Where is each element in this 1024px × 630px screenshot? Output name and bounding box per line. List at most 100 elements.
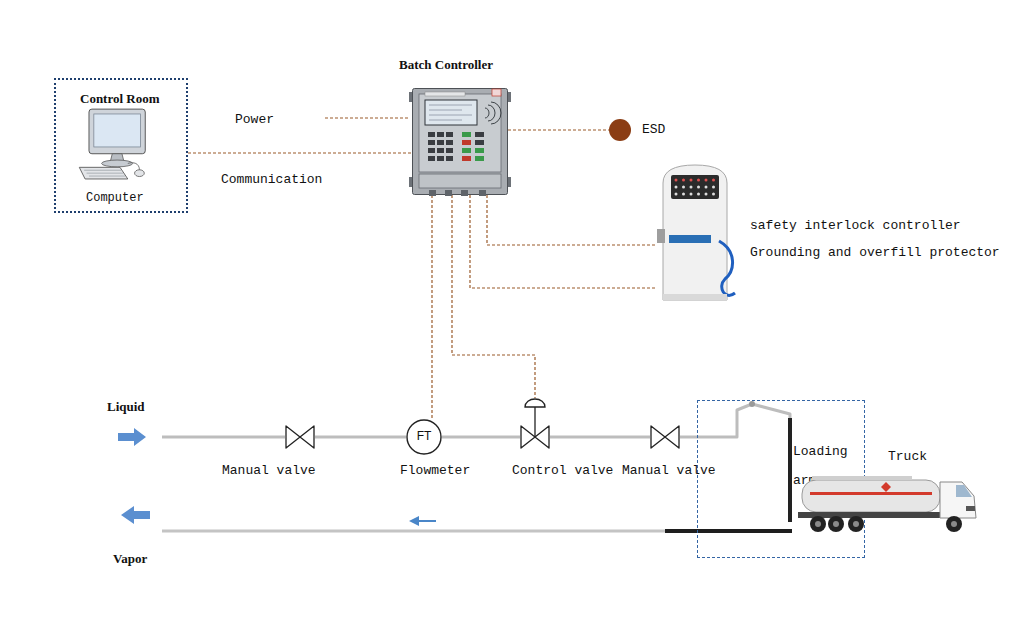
indicator-light [705, 179, 708, 182]
indicator-light [682, 193, 685, 196]
flowmeter: FTFlowmeter [406, 419, 442, 455]
signal-wire [470, 195, 655, 288]
wheel-hub [833, 521, 839, 527]
tank-truck: Truck [790, 470, 978, 540]
enclosure [413, 89, 508, 195]
wheel [946, 516, 962, 532]
indicator-light [697, 193, 700, 196]
instrument-label: Flowmeter [400, 463, 470, 478]
safety-interlock-controller: safety interlock controllerGrounding and… [655, 163, 735, 300]
function-button [462, 132, 471, 137]
vapor-hose [665, 529, 792, 533]
flow-arrow [121, 506, 150, 524]
keypad-key [437, 156, 444, 161]
keyboard-keys [84, 170, 121, 171]
logo-band [669, 235, 711, 243]
flow-arrow-shaft [418, 520, 436, 522]
function-button [475, 156, 484, 161]
wire-label: Communication [221, 172, 322, 187]
indicator-light [675, 186, 678, 189]
keypad-key [446, 156, 453, 161]
indicator-light [675, 193, 678, 196]
control-room-box: Control RoomComputer [54, 78, 188, 213]
vehicle-label: Truck [888, 449, 927, 464]
keypad-key [437, 140, 444, 145]
cable-gland [429, 190, 436, 196]
indicator-light [675, 179, 678, 182]
tank-walkway [812, 476, 912, 480]
tank-truck-shape [790, 470, 978, 540]
valve-stem [534, 407, 535, 437]
device-label: safety interlock controller [750, 218, 961, 233]
indicator-light [705, 186, 708, 189]
vapor-pipe [162, 530, 665, 533]
cable-gland [479, 190, 486, 196]
terminal-strip [419, 174, 501, 188]
front-panel [419, 94, 501, 172]
indicator-light [712, 186, 715, 189]
instrument-circle [407, 420, 441, 454]
function-button [475, 148, 484, 153]
keypad-key [446, 132, 453, 137]
function-button [462, 148, 471, 153]
keyboard-keys [87, 173, 123, 174]
mouse [135, 170, 145, 177]
keyboard [79, 167, 128, 179]
device-label: Computer [86, 191, 144, 205]
device-label: ESD [642, 122, 665, 137]
control-valve: Control valve [520, 398, 550, 449]
indicator-light [712, 193, 715, 196]
manual-valve-shape [285, 425, 315, 449]
signal-wire [508, 129, 609, 130]
valve-body [521, 426, 549, 448]
liquid-pipe [442, 436, 520, 439]
display-line [429, 110, 462, 111]
liquid-pipe [315, 436, 406, 439]
wheel [810, 516, 826, 532]
actuator-dome [525, 399, 545, 407]
display-line [429, 115, 472, 116]
function-button [475, 140, 484, 145]
manual-valve: Manual valve [285, 425, 315, 449]
indicator-light [690, 193, 693, 196]
cable-hook [657, 229, 665, 243]
cabinet [663, 165, 727, 300]
cable-gland [445, 190, 452, 196]
liquid-pipe [550, 436, 650, 439]
ex-badge [492, 89, 501, 96]
indicator-light [697, 186, 700, 189]
safety-interlock-controller-shape [655, 163, 735, 300]
display-line [429, 105, 472, 106]
indicator-panel [671, 175, 719, 199]
keypad-key [428, 132, 435, 137]
liquid-pipe [162, 436, 285, 439]
device-label: Grounding and overfill protector [750, 245, 1000, 260]
flow-arrow [118, 428, 146, 446]
indicator-light [682, 179, 685, 182]
wheel [848, 516, 864, 532]
manual-valve: Manual valve [650, 425, 680, 449]
wheel-hub [815, 521, 821, 527]
valve-label: Manual valve [222, 463, 316, 478]
cab-window [956, 485, 972, 497]
name-plate [425, 92, 465, 96]
valve-body [286, 426, 314, 448]
box-title: Control Room [80, 91, 160, 107]
keypad-key [437, 148, 444, 153]
esd-button-shape [609, 119, 631, 141]
indicator-light [682, 186, 685, 189]
loading-arm [697, 404, 790, 437]
device-title: Batch Controller [399, 57, 493, 73]
rfid-symbol [485, 102, 501, 124]
arm-joint [749, 401, 755, 407]
indicator-light [705, 193, 708, 196]
cable-gland [461, 190, 468, 196]
keyboard-keys [89, 176, 125, 177]
keypad-key [446, 140, 453, 145]
manual-valve-shape [650, 425, 680, 449]
signal-wire [431, 195, 432, 419]
monitor-screen [94, 114, 141, 147]
keypad-key [428, 148, 435, 153]
mouse-cable [128, 163, 140, 170]
